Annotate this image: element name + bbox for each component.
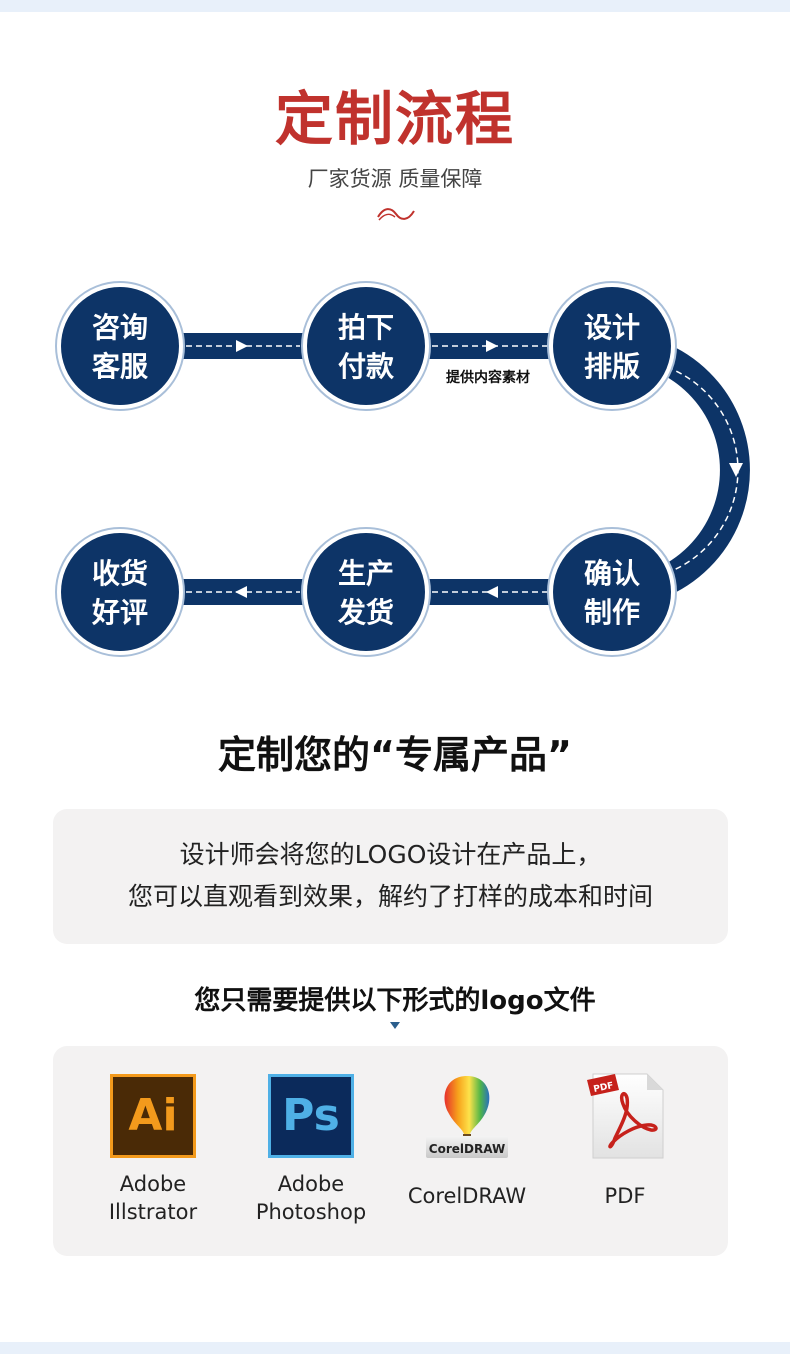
step-label: 客服 — [92, 350, 149, 383]
file-format-heading: 您只需要提供以下形式的logo文件 — [194, 986, 596, 1016]
step-label: 收货 — [92, 557, 148, 590]
process-flow-diagram: 提供内容素材 咨询 客服 拍下 付款 设计 排版 收货 好评 生产 发货 确认 — [55, 281, 750, 657]
format-name-line-2: Photoshop — [255, 1200, 367, 1224]
page-title: 定制流程 — [274, 85, 515, 153]
step-label: 生产 — [338, 557, 394, 590]
design-info-line-1: 设计师会将您的LOGO设计在产品上， — [179, 840, 602, 869]
step-design-layout: 设计 排版 — [547, 281, 677, 411]
top-band — [0, 0, 790, 12]
step-label: 付款 — [338, 350, 395, 383]
adobe-photoshop-icon: Ps — [268, 1074, 354, 1158]
arrow-right-icon — [236, 340, 248, 352]
format-photoshop: Ps Adobe Photoshop — [236, 1046, 386, 1256]
step-place-order: 拍下 付款 — [301, 281, 431, 411]
format-coreldraw: CorelDRAW CorelDRAW — [392, 1046, 542, 1256]
step-label: 排版 — [584, 350, 640, 383]
coreldraw-logo-text: CorelDRAW — [429, 1142, 505, 1156]
arrow-right-icon — [486, 340, 498, 352]
step-confirm-make: 确认 制作 — [547, 527, 677, 657]
triangle-down-icon — [390, 1022, 400, 1029]
arrow-left-icon — [486, 586, 498, 598]
format-name-line-1: Adobe — [119, 1172, 187, 1196]
pdf-logo-text: PDF — [593, 1081, 615, 1095]
step-label: 发货 — [337, 596, 394, 629]
file-format-card: Ai Adobe Illstrator Ps Adobe Photoshop — [53, 1046, 728, 1256]
format-name-line-2: Illstrator — [108, 1200, 198, 1224]
design-info-line-2: 您可以直观看到效果，解约了打样的成本和时间 — [127, 882, 653, 911]
step-label: 咨询 — [92, 311, 148, 344]
page-subtitle: 厂家货源 质量保障 — [307, 167, 483, 191]
format-illustrator: Ai Adobe Illstrator — [78, 1046, 228, 1256]
step-label: 确认 — [584, 557, 640, 590]
format-pdf: PDF PDF — [550, 1046, 700, 1256]
step-consult-service: 咨询 客服 — [55, 281, 185, 411]
step-label: 制作 — [584, 596, 640, 629]
connector-label: 提供内容素材 — [446, 369, 530, 386]
step-label: 设计 — [584, 311, 640, 344]
step-label: 拍下 — [338, 311, 394, 344]
step-produce-ship: 生产 发货 — [301, 527, 431, 657]
curve-arrow-icon — [729, 463, 743, 477]
design-info-card: 设计师会将您的LOGO设计在产品上， 您可以直观看到效果，解约了打样的成本和时间 — [53, 809, 728, 944]
format-name-line-1: Adobe — [277, 1172, 345, 1196]
step-label: 好评 — [91, 596, 148, 629]
arrow-left-icon — [235, 586, 247, 598]
bottom-band — [0, 1342, 790, 1354]
format-name: PDF — [604, 1184, 646, 1208]
format-name: CorelDRAW — [407, 1184, 527, 1208]
pdf-icon: PDF — [587, 1073, 664, 1159]
adobe-illustrator-icon: Ai — [110, 1074, 196, 1158]
custom-product-heading: 定制您的“专属产品” — [218, 733, 572, 777]
coreldraw-icon: CorelDRAW — [426, 1076, 508, 1158]
step-receive-review: 收货 好评 — [55, 527, 185, 657]
swirl-ornament-icon — [377, 208, 415, 221]
